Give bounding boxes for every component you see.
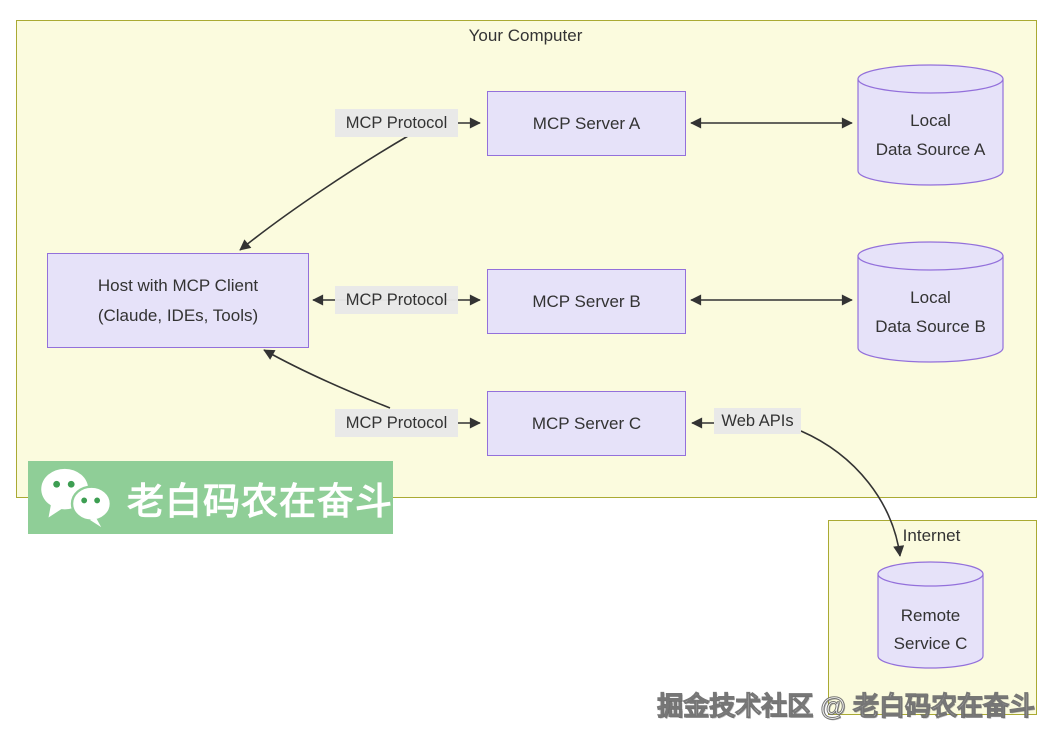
host-node: Host with MCP Client (Claude, IDEs, Tool… bbox=[47, 253, 309, 348]
wechat-watermark-text: 老白码农在奋斗 bbox=[127, 480, 393, 522]
data-source-b-line1: Local bbox=[910, 288, 951, 307]
data-source-a-label: Local Data Source A bbox=[858, 106, 1003, 164]
edge-label-mcp-protocol-a: MCP Protocol bbox=[335, 109, 458, 137]
remote-service-c-line2: Service C bbox=[893, 634, 968, 653]
edge-label-mcp-protocol-b: MCP Protocol bbox=[335, 286, 458, 314]
mcp-server-a-node: MCP Server A bbox=[487, 91, 686, 156]
data-source-b-line2: Data Source B bbox=[875, 317, 986, 336]
data-source-a-line2: Data Source A bbox=[875, 140, 986, 159]
remote-service-c-label: Remote Service C bbox=[878, 602, 983, 658]
footer-watermark: 掘金技术社区 @ 老白码农在奋斗 bbox=[657, 691, 1036, 722]
mcp-server-c-node: MCP Server C bbox=[487, 391, 686, 456]
internet-title: Internet bbox=[902, 526, 961, 545]
wechat-icon bbox=[41, 468, 113, 527]
edge-label-web-apis: Web APIs bbox=[714, 408, 801, 434]
mcp-server-b-node: MCP Server B bbox=[487, 269, 686, 334]
host-node-line2: (Claude, IDEs, Tools) bbox=[97, 305, 259, 325]
data-source-b-label: Local Data Source B bbox=[858, 283, 1003, 341]
remote-service-c-line1: Remote bbox=[900, 606, 961, 625]
edge-label-mcp-protocol-c: MCP Protocol bbox=[335, 409, 458, 437]
your-computer-title: Your Computer bbox=[468, 26, 583, 45]
data-source-a-line1: Local bbox=[910, 111, 951, 130]
host-node-line1: Host with MCP Client bbox=[97, 275, 259, 295]
wechat-watermark-banner: 老白码农在奋斗 bbox=[28, 461, 393, 534]
